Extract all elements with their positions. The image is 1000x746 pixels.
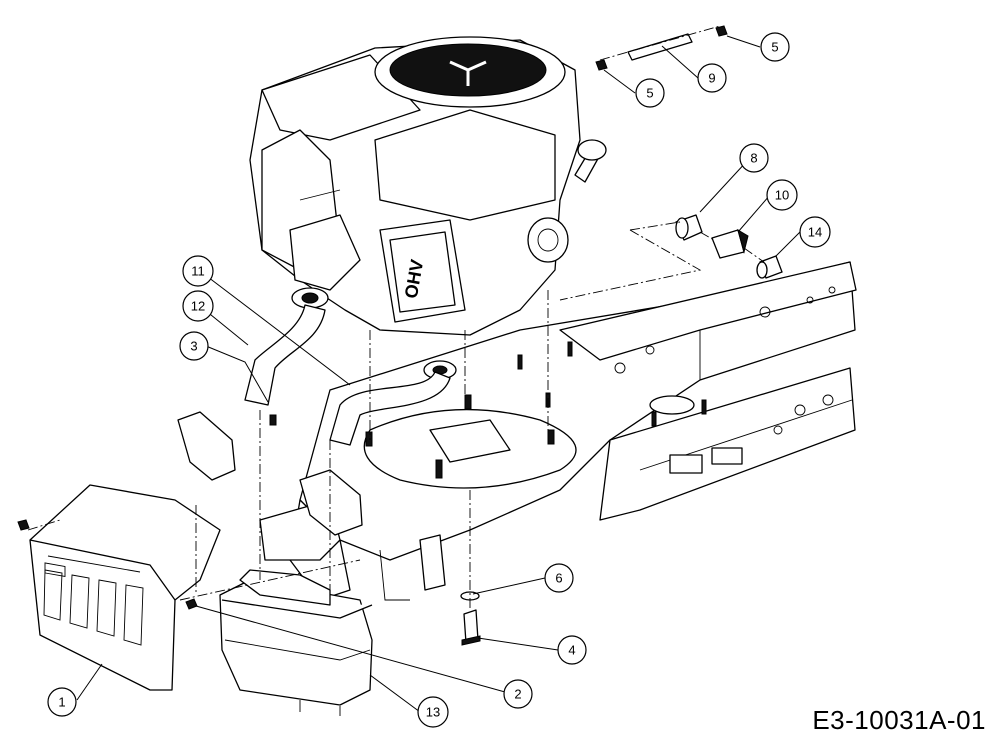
svg-text:1: 1 [58,695,65,710]
callout-11: 11 [182,255,214,287]
fasteners [17,414,481,646]
svg-text:8: 8 [750,151,757,166]
svg-text:10: 10 [775,188,789,203]
svg-text:3: 3 [190,339,197,354]
callout-13: 13 [417,696,449,728]
drawing-id: E3-10031A-01 [812,705,986,735]
callout-4: 4 [557,635,587,665]
svg-text:11: 11 [191,264,205,279]
svg-text:2: 2 [514,687,521,702]
callout-9: 9 [697,63,727,93]
callout-10: 10 [766,179,798,211]
callout-14: 14 [799,216,831,248]
svg-text:13: 13 [426,705,440,720]
svg-text:14: 14 [808,225,822,240]
svg-text:4: 4 [568,643,575,658]
engine [249,36,607,380]
svg-text:12: 12 [191,299,205,314]
callout-8: 8 [739,143,769,173]
svg-text:5: 5 [771,40,778,55]
callout-1: 1 [47,687,77,717]
assembly-lines [27,25,765,610]
callout-2: 2 [503,679,533,709]
svg-text:6: 6 [555,571,562,586]
callout-3: 3 [179,331,209,361]
fuel-line-parts [595,25,783,279]
svg-text:5: 5 [646,86,653,101]
muffler [219,569,373,716]
exhaust-pipes [244,304,451,446]
callout-5b: 5 [760,32,790,62]
callout-12: 12 [182,290,214,322]
chassis-frame [177,261,857,601]
callout-5a: 5 [635,78,665,108]
callout-leaders [76,35,801,713]
callout-6: 6 [544,563,574,593]
svg-text:9: 9 [708,71,715,86]
heat-shield [29,484,221,691]
